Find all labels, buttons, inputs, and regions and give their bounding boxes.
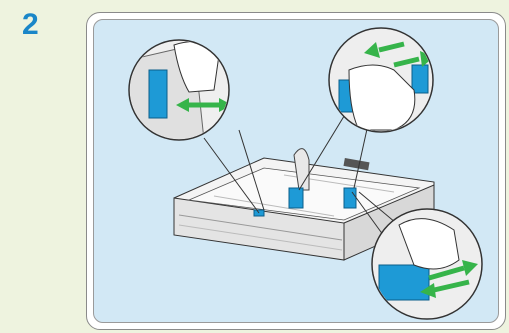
paper-tray-illustration: [128, 27, 483, 320]
illustration-panel: [93, 19, 499, 323]
paper-tray: [173, 148, 435, 261]
tray-length-guide: [343, 187, 357, 209]
callout-front-guide: [128, 39, 230, 141]
illustration-frame: [86, 12, 506, 330]
step-number: 2: [22, 8, 39, 41]
callout-width-guide: [371, 208, 483, 320]
tray-width-guide: [288, 187, 304, 209]
callout-length-guide: [328, 27, 434, 133]
